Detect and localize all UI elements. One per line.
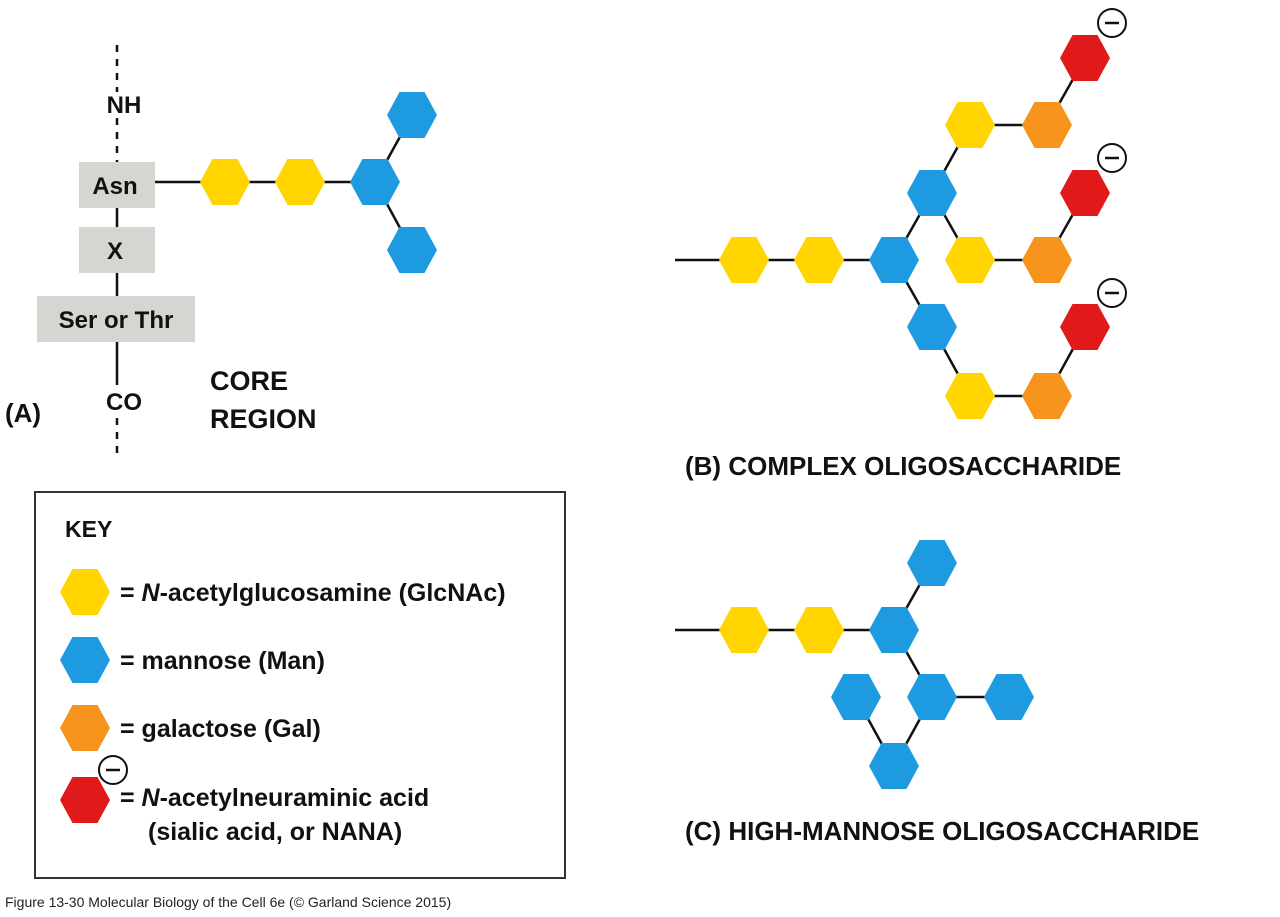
key-item-sialic: = N-acetylneuraminic acid (120, 784, 429, 812)
key-negative-charge-icon (98, 755, 128, 785)
glcnac-hexagon (200, 159, 250, 205)
glcnac-hexagon (794, 237, 844, 283)
asn-label: Asn (92, 173, 137, 200)
glcnac-hexagon (945, 237, 995, 283)
mannose-hexagon (869, 237, 919, 283)
galactose-hexagon (1022, 237, 1072, 283)
key-box: KEY = N-acetylglucosamine (GlcNAc) = man… (34, 491, 566, 879)
galactose-hexagon (1022, 102, 1072, 148)
negative-charge-icon (1097, 8, 1127, 38)
glcnac-hexagon (719, 237, 769, 283)
galactose-hexagon (1022, 373, 1072, 419)
mannose-hexagon (387, 227, 437, 273)
glcnac-hexagon (945, 102, 995, 148)
figure-caption: Figure 13-30 Molecular Biology of the Ce… (5, 894, 451, 910)
key-swatches (60, 569, 128, 823)
nh-label: NH (107, 92, 142, 119)
panel-b: (B) COMPLEX OLIGOSACCHARIDE (675, 8, 1127, 481)
x-box (79, 227, 155, 273)
glcnac-hexagon (794, 607, 844, 653)
key-border (34, 491, 566, 879)
panel-b-label: (B) COMPLEX OLIGOSACCHARIDE (685, 451, 1121, 481)
panel-c: (C) HIGH-MANNOSE OLIGOSACCHARIDE (675, 540, 1199, 846)
panel-a-label: (A) (5, 398, 41, 428)
mannose-hexagon (907, 540, 957, 586)
glcnac-hexagon (275, 159, 325, 205)
key-title: KEY (65, 516, 112, 542)
core-region-label-line1: CORE (210, 366, 288, 396)
x-label: X (107, 238, 123, 265)
mannose-hexagon (907, 170, 957, 216)
mannose-hexagon (869, 743, 919, 789)
ser-thr-label: Ser or Thr (59, 307, 174, 334)
panel-c-label: (C) HIGH-MANNOSE OLIGOSACCHARIDE (685, 816, 1199, 846)
high-mannose-bonds (675, 562, 1009, 767)
mannose-hexagon (869, 607, 919, 653)
sialic-acid-hexagon (1060, 35, 1110, 81)
asn-box (79, 162, 155, 208)
key-glcnac-swatch (60, 569, 110, 615)
high-mannose-sugars (719, 540, 1034, 789)
mannose-hexagon (831, 674, 881, 720)
negative-charge-icon (1097, 143, 1127, 173)
core-sugars (200, 92, 437, 273)
key-item-sialic-line2: (sialic acid, or NANA) (148, 818, 402, 846)
mannose-hexagon (907, 674, 957, 720)
glcnac-hexagon (719, 607, 769, 653)
mannose-hexagon (984, 674, 1034, 720)
key-mannose-swatch (60, 637, 110, 683)
sialic-acid-hexagon (1060, 170, 1110, 216)
key-item-mannose: = mannose (Man) (120, 647, 325, 675)
mannose-hexagon (907, 304, 957, 350)
mannose-hexagon (350, 159, 400, 205)
mannose-hexagon (387, 92, 437, 138)
glcnac-hexagon (945, 373, 995, 419)
key-item-galactose: = galactose (Gal) (120, 715, 321, 743)
panel-a: NH Asn X Ser or Thr CO (A) CORE REGION (5, 45, 437, 458)
complex-bonds (675, 57, 1087, 398)
key-sialic-swatch (60, 777, 110, 823)
co-label: CO (106, 389, 142, 416)
sialic-acid-hexagon (1060, 304, 1110, 350)
negative-charge-icon (1097, 278, 1127, 308)
core-region-label-line2: REGION (210, 404, 317, 434)
ser-thr-box (37, 296, 195, 342)
complex-sugars (719, 8, 1127, 419)
key-item-glcnac: = N-acetylglucosamine (GlcNAc) (120, 579, 506, 607)
key-galactose-swatch (60, 705, 110, 751)
